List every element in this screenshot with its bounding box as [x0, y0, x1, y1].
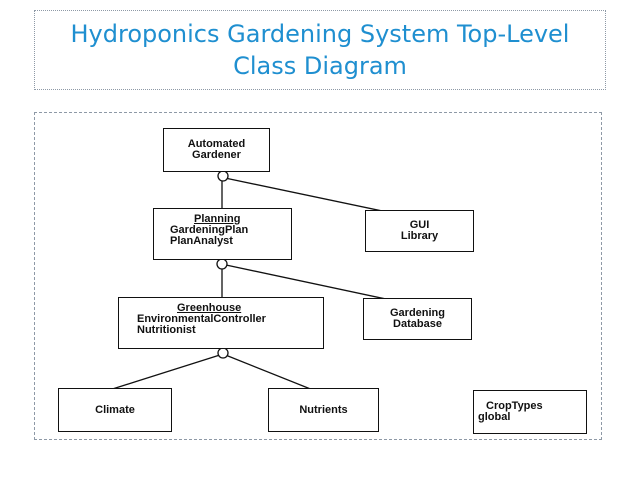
class-name: GUI — [409, 219, 430, 231]
association-circle — [216, 258, 228, 270]
class-name: Gardening — [389, 307, 445, 319]
class-name: Gardener — [192, 149, 241, 161]
association-circle — [217, 347, 229, 359]
class-member: PlanAnalyst — [170, 235, 233, 247]
class-name: Planning — [194, 213, 241, 225]
diagram-frame — [34, 112, 602, 440]
class-automated-gardener: Automated Gardener — [163, 128, 270, 172]
title-box: Hydroponics Gardening System Top-Level C… — [34, 10, 606, 90]
class-name: Greenhouse — [177, 302, 242, 314]
class-name: Climate — [95, 403, 135, 416]
class-name: Automated — [187, 138, 246, 150]
class-gardening-database: Gardening Database — [363, 298, 472, 340]
link-greenhouse-climate — [102, 353, 224, 393]
class-planning: Planning GardeningPlan PlanAnalyst — [153, 208, 292, 260]
class-climate: Climate — [58, 388, 172, 432]
slide-title: Hydroponics Gardening System Top-Level C… — [70, 20, 570, 80]
class-crop-types: CropTypes global — [473, 390, 587, 434]
link-planning-database — [225, 264, 401, 303]
link-gardener-gui — [224, 177, 393, 214]
class-member: GardeningPlan — [170, 224, 249, 236]
class-greenhouse: Greenhouse EnvironmentalController Nutri… — [118, 297, 324, 349]
class-member: EnvironmentalController — [137, 313, 266, 325]
class-name: CropTypes — [486, 400, 543, 412]
class-gui-library: GUI Library — [365, 210, 474, 252]
association-circle — [217, 170, 229, 182]
class-name: Library — [400, 230, 439, 242]
class-member: Nutritionist — [137, 324, 196, 336]
class-name: Nutrients — [299, 403, 348, 416]
class-nutrients: Nutrients — [268, 388, 379, 432]
link-greenhouse-nutrients — [222, 353, 319, 393]
class-stereotype: global — [478, 411, 511, 423]
class-name: Database — [393, 318, 442, 330]
